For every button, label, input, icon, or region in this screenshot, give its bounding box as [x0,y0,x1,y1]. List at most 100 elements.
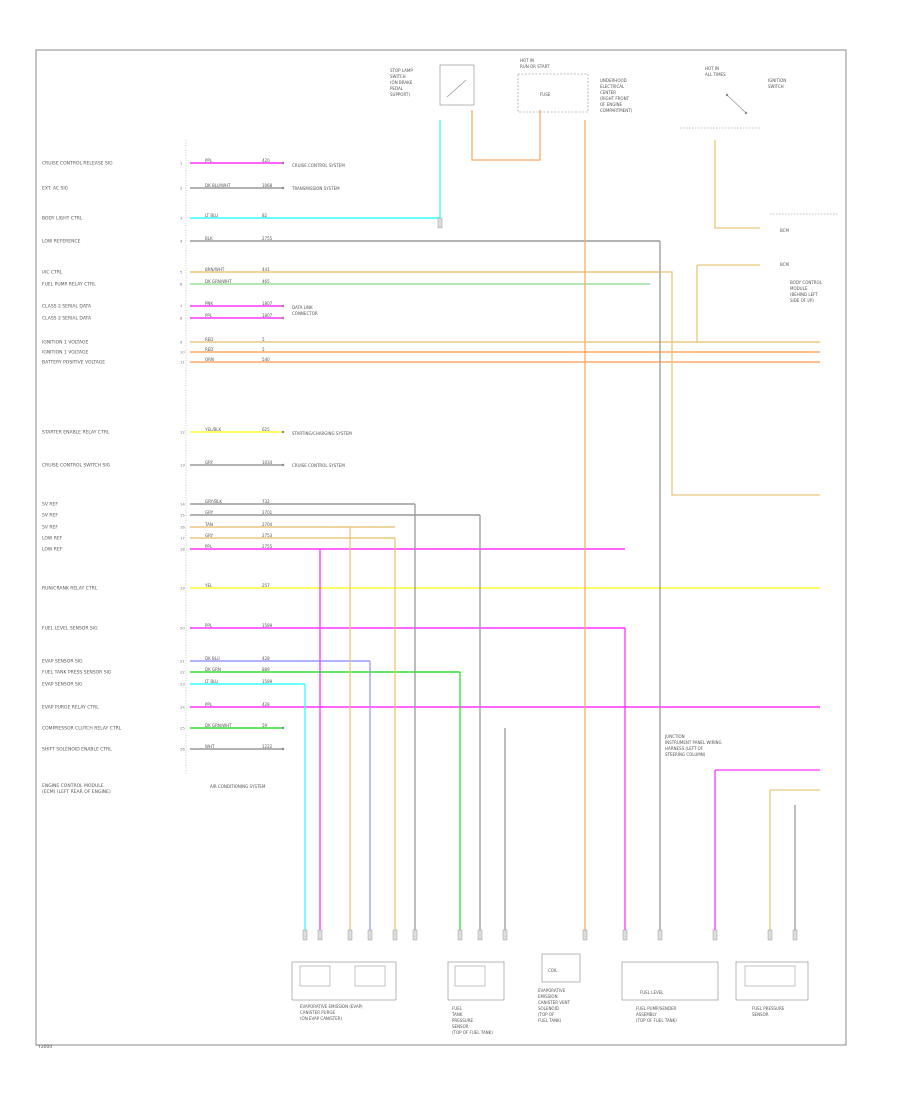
ecm-pin-number: 8 [180,316,183,321]
wire-color-label: PPL [205,544,213,549]
ecm-pin-label: COMPRESSOR CLUTCH RELAY CTRL [42,726,122,732]
ecm-pin-label: LOW REF [42,547,63,553]
ecm-pin-label: FUEL LEVEL SENSOR SIG [42,626,98,632]
ecm-pin-label: FUEL PUMP RELAY CTRL [42,282,96,288]
ecm-pin-label: BATTERY POSITIVE VOLTAGE [42,360,105,366]
svg-text:SOLENOID: SOLENOID [538,1006,559,1011]
wire-terminal [281,316,285,320]
wire-color-label: DK BLU [205,656,220,661]
wire-terminal [281,726,285,730]
ref-cruise-2: CRUISE CONTROL SYSTEM [292,463,345,468]
svg-text:SWITCH: SWITCH [768,84,784,89]
ref-data-link: DATA LINK [292,305,313,310]
ecm-pin-number: 23 [180,682,185,687]
circuit-number: 1589 [262,679,273,684]
connector-pin [622,929,628,941]
ecm-pin-number: 25 [180,726,185,731]
circuit-number: 441 [262,267,270,272]
svg-text:PRESSURE: PRESSURE [452,1018,474,1023]
svg-text:INSTRUMENT PANEL WIRING: INSTRUMENT PANEL WIRING [665,740,722,745]
ecm-pin-number: 9 [180,340,183,345]
svg-text:FUEL PUMP/SENDER: FUEL PUMP/SENDER [636,1006,676,1011]
circuit-number: 420 [262,158,270,163]
wire-color-label: GRY [205,460,214,465]
svg-text:BODY CONTROL: BODY CONTROL [790,280,823,285]
circuit-number: 465 [262,279,270,284]
wire-color-label: YEL/BLK [204,427,222,432]
svg-text:HOT IN: HOT IN [520,58,534,63]
svg-text:IGNITION: IGNITION [768,78,786,83]
wire-color-label: GRY/BLK [205,499,222,504]
svg-text:ALL TIMES: ALL TIMES [705,72,726,77]
svg-text:UNDERHOOD: UNDERHOOD [600,78,627,83]
connector-pin [437,217,443,229]
ref-connector: CONNECTOR [292,311,318,316]
ecm-pin-number: 3 [180,216,183,221]
wire-color-label: PPL [205,623,213,628]
svg-text:BCM: BCM [780,262,789,267]
circuit-number: 732 [262,499,270,504]
svg-text:FUSE: FUSE [540,92,551,97]
ecm-pin-number: 5 [180,270,183,275]
ecm-pin-number: 11 [180,360,185,365]
svg-text:EVAPORATIVE EMISSION (EVAP): EVAPORATIVE EMISSION (EVAP) [300,1004,363,1009]
ignition-switch: HOT IN ALL TIMES IGNITION SWITCH [680,66,786,129]
wire-color-label: DK BLU/WHT [205,183,231,188]
svg-text:MODULE: MODULE [790,286,808,291]
wire-color-label: RED [205,347,213,352]
ecm-name: ENGINE CONTROL MODULE (ECM) (LEFT REAR O… [42,783,111,795]
connector-pin [712,929,718,941]
svg-text:CENTER: CENTER [600,90,616,95]
hot-in-run-start: HOT IN RUN OR START FUSE [517,58,589,113]
circuit-number: 257 [262,583,270,588]
svg-text:SENSOR: SENSOR [752,1012,769,1017]
ecm-pin-number: 14 [180,502,185,507]
ecm-pin-label: EVAP SENSOR SIG [42,659,83,665]
ecm-pin-number: 20 [180,626,185,631]
svg-text:OF ENGINE: OF ENGINE [600,102,623,107]
ecm-pin-number: 2 [180,186,183,191]
svg-text:EMISSION: EMISSION [538,994,558,999]
ecm-pin-label: LOW REF [42,536,63,542]
circuit-number: 1807 [262,301,273,306]
ecm-pin-number: 13 [180,463,185,468]
connector-pin [657,929,663,941]
connector-pin [317,929,323,941]
circuit-number: 1589 [262,623,273,628]
ecm-pin-label: EVAP PURGE RELAY CTRL [42,705,99,711]
svg-text:HARNESS (LEFT OF: HARNESS (LEFT OF [665,746,704,751]
circuit-number: 1034 [262,460,273,465]
right-refs: CRUISE CONTROL SYSTEM TRANSMISSION SYSTE… [210,163,352,789]
connector-pin [347,929,353,941]
wire-terminal [281,304,285,308]
svg-text:STOP LAMP: STOP LAMP [390,68,413,73]
circuit-number: 1068 [262,183,273,188]
circuit-number: 428 [262,656,270,661]
wire-color-label: LT BLU [205,213,218,218]
ecm-pin-number: 18 [180,547,185,552]
svg-text:JUNCTION: JUNCTION [664,734,685,739]
footer-code: Y3000 [37,1044,52,1050]
wire-terminal [281,747,285,751]
wire-color-label: BLK [205,236,213,241]
svg-text:(TOP OF FUEL TANK): (TOP OF FUEL TANK) [452,1030,493,1035]
wire-color-label: WHT [205,744,215,749]
circuit-number: 2704 [262,522,273,527]
ecm-pin-number: 16 [180,525,185,530]
svg-text:ELECTRICAL: ELECTRICAL [600,84,625,89]
connector-pin [767,929,773,941]
circuit-number: 889 [262,667,270,672]
svg-text:(BEHIND LEFT: (BEHIND LEFT [790,292,818,297]
svg-text:(ON BRAKE: (ON BRAKE [390,80,413,85]
wire-color-label: TAN [204,522,213,527]
wire-color-label: DK GRN/WHT [205,723,232,728]
svg-text:EVAPORATIVE: EVAPORATIVE [538,988,566,993]
svg-text:(TOP OF FUEL TANK): (TOP OF FUEL TANK) [636,1018,677,1023]
wire-terminal [281,463,285,467]
svg-text:PEDAL: PEDAL [390,86,404,91]
ref-ac: AIR CONDITIONING SYSTEM [210,784,266,789]
svg-text:COIL: COIL [548,968,558,973]
brake-switch: STOP LAMP SWITCH (ON BRAKE PEDAL SUPPORT… [390,64,475,106]
circuit-number: 625 [262,427,270,432]
